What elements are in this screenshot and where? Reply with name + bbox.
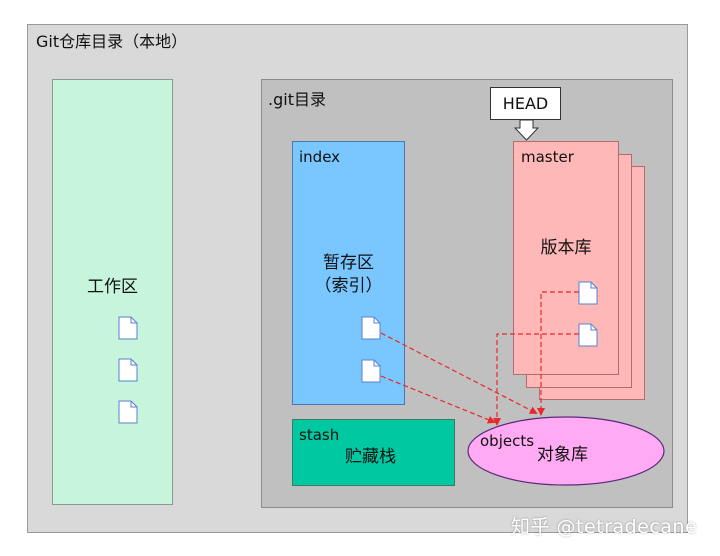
head-pointer-box: HEAD [490, 87, 561, 120]
index-to-objects-arrow-1 [380, 332, 538, 414]
head-down-arrow-icon [513, 119, 540, 141]
git-directory-title: .git目录 [268, 90, 326, 109]
git-repo-title: Git仓库目录（本地） [36, 32, 188, 51]
workspace-box [52, 79, 173, 505]
objects-store-label: 对象库 [537, 445, 588, 465]
stash-label: 贮藏栈 [345, 447, 396, 467]
staging-area-label-line1: 暂存区 [323, 253, 374, 273]
index-file-icon-1 [361, 316, 381, 340]
repo-to-objects-arrow-2 [493, 333, 579, 426]
watermark: 知乎 @tetradecane [511, 516, 698, 538]
index-file-icon-2 [361, 359, 381, 383]
workspace-file-icon-3 [118, 400, 138, 424]
repo-to-objects-arrow-1 [537, 291, 579, 416]
staging-area-label-line2: （索引） [314, 276, 383, 296]
index-title: index [299, 148, 341, 166]
stash-title: stash [299, 426, 340, 444]
repo-file-icon-1 [578, 281, 598, 305]
master-branch-title: master [521, 148, 574, 166]
index-box [292, 141, 405, 405]
workspace-file-icon-1 [118, 316, 138, 340]
index-to-objects-arrow-2 [380, 375, 496, 424]
objects-ellipse [467, 416, 665, 486]
objects-label: objects [480, 432, 535, 450]
repo-file-icon-2 [578, 323, 598, 347]
repository-label: 版本库 [540, 238, 592, 258]
workspace-label: 工作区 [87, 277, 138, 297]
repo-sheet-front [513, 141, 619, 375]
stash-box [292, 419, 455, 486]
staging-area-label: 暂存区 （索引） [292, 252, 405, 298]
workspace-file-icon-2 [118, 358, 138, 382]
